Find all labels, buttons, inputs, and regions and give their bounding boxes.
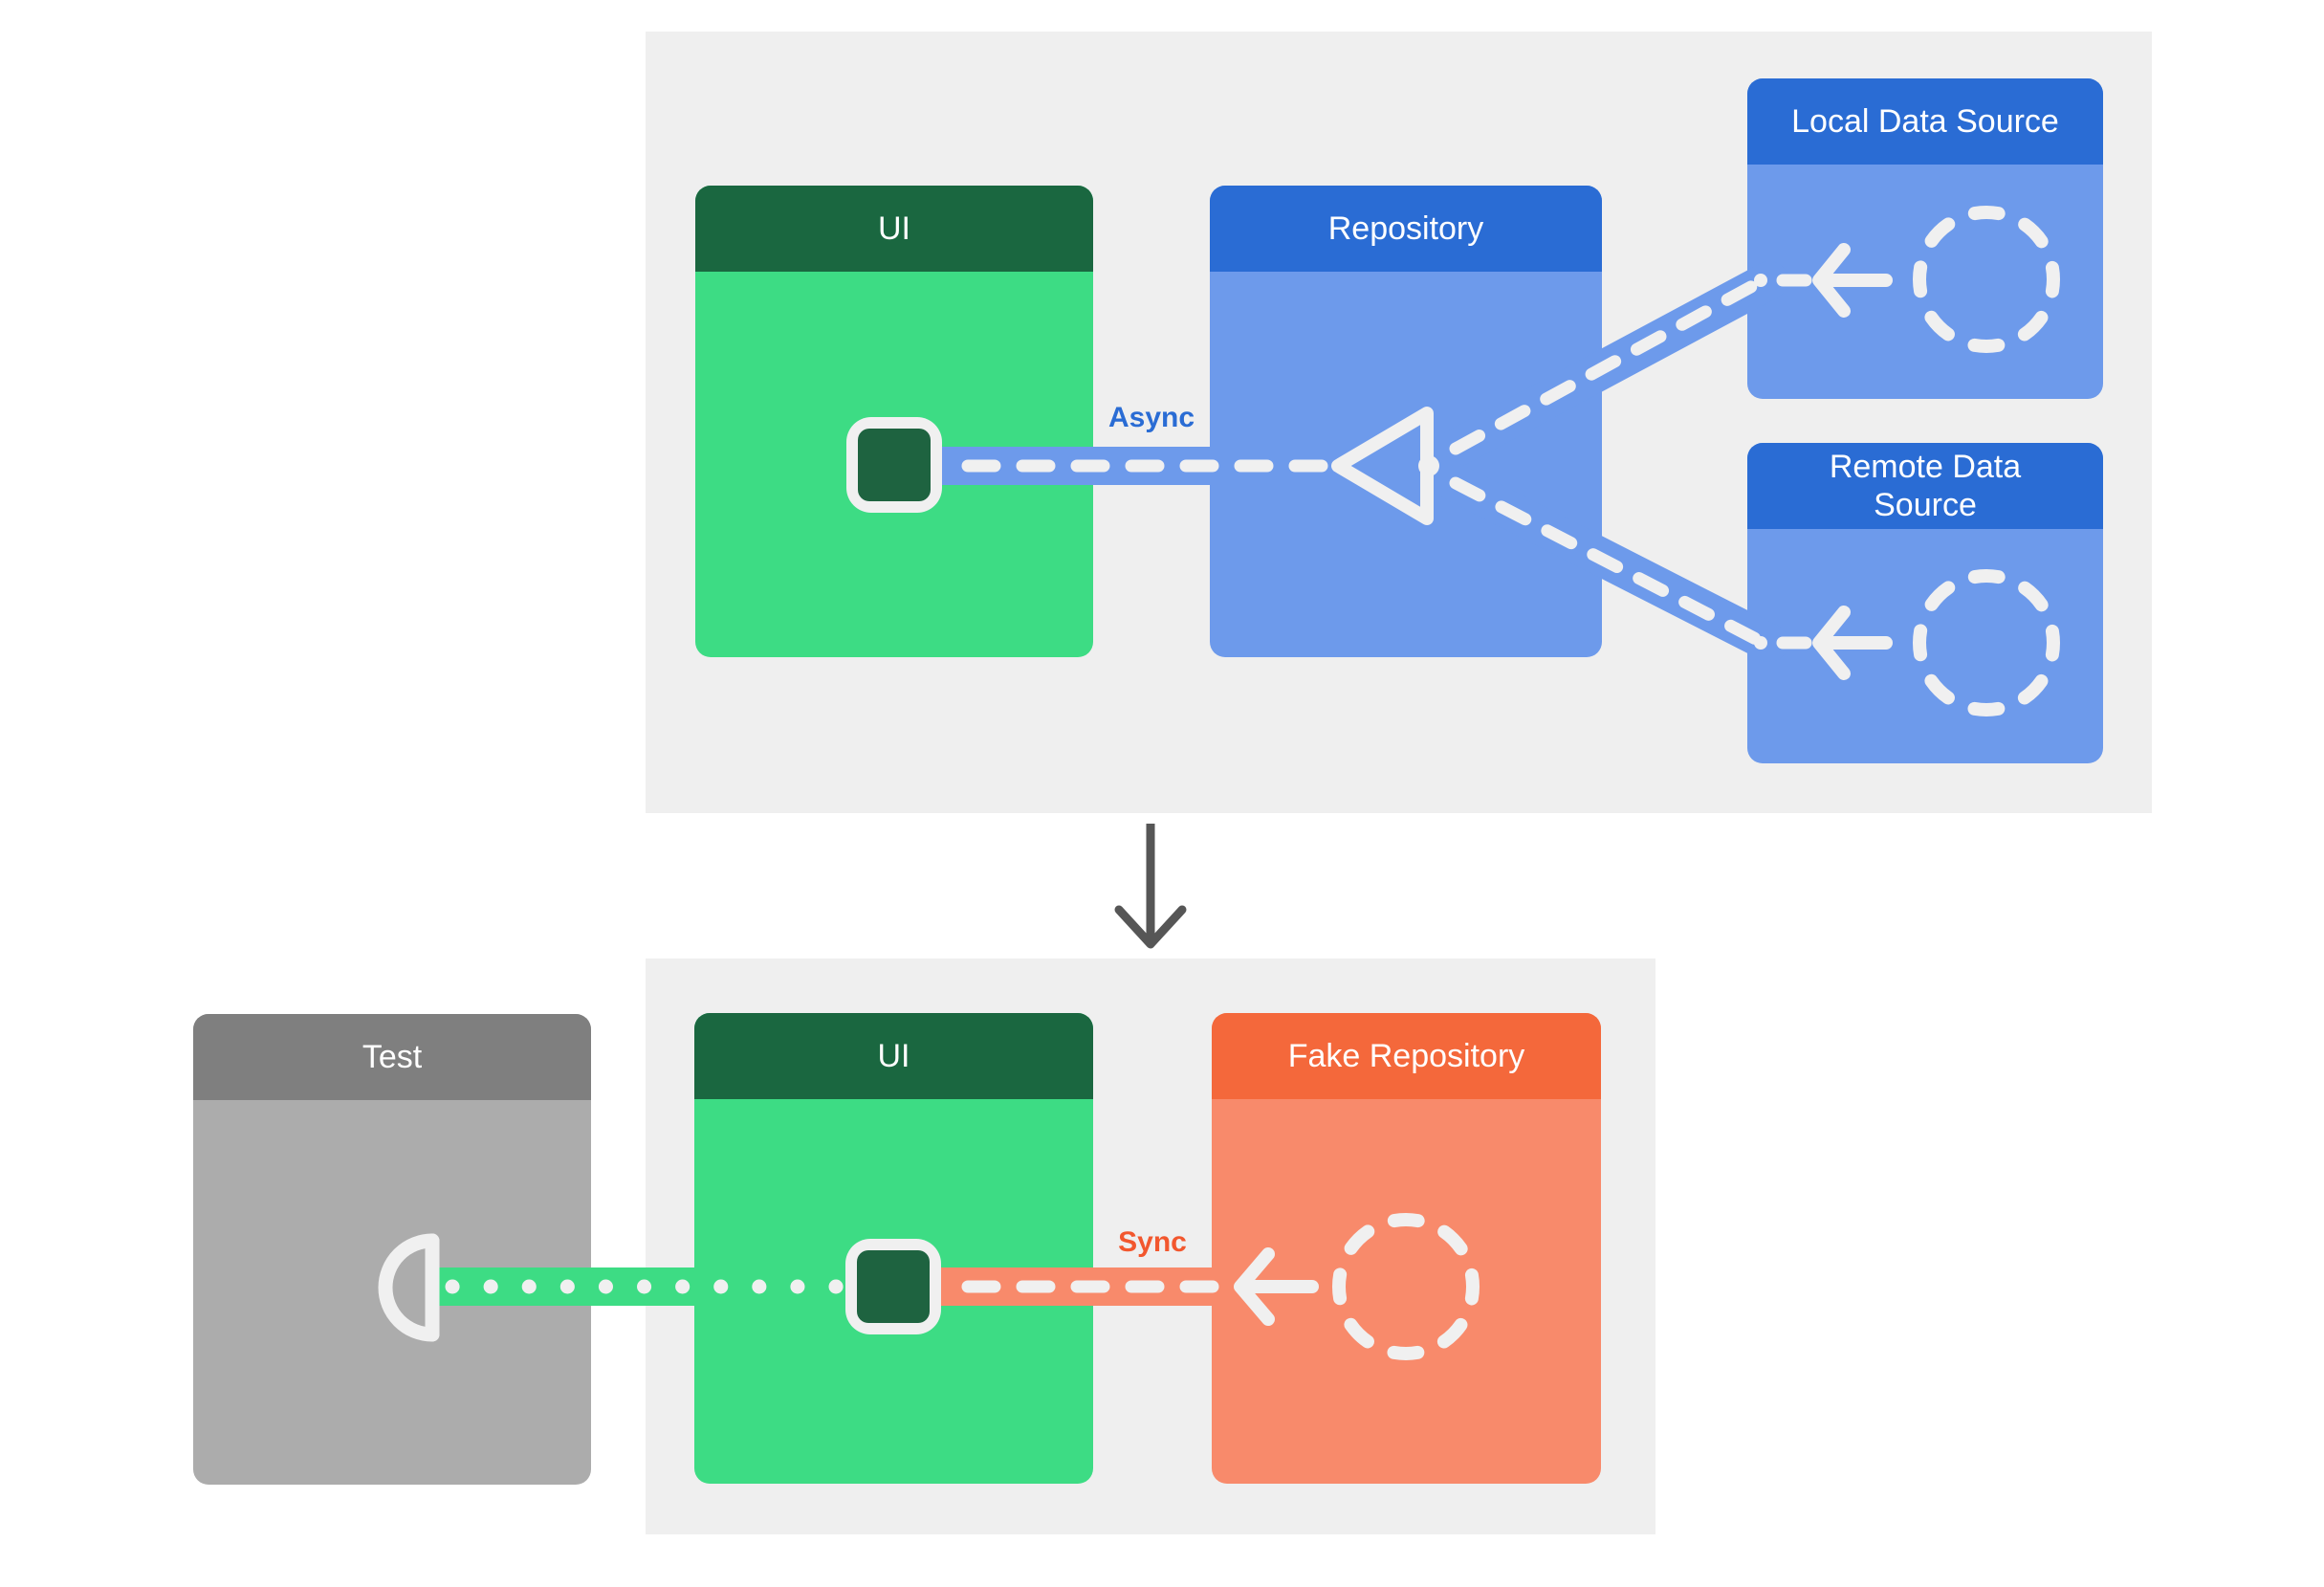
sync-label: Sync [1118, 1226, 1187, 1258]
fake-repository-box: Fake Repository [1212, 1013, 1601, 1484]
local-data-source-title: Local Data Source [1791, 103, 2059, 140]
fake-repository-title: Fake Repository [1287, 1038, 1525, 1074]
ui-box-bottom-title: UI [877, 1038, 910, 1074]
repository-box-header: Repository [1210, 186, 1602, 272]
remote-data-source-header: Remote Data Source [1747, 443, 2103, 529]
remote-data-source-title: Remote Data Source [1829, 449, 2022, 523]
async-label: Async [1107, 402, 1195, 433]
test-box: Test [193, 1014, 591, 1485]
test-box-header: Test [193, 1014, 591, 1100]
repository-box: Repository [1210, 186, 1602, 657]
ui-box-bottom-header: UI [694, 1013, 1093, 1099]
ui-box: UI [695, 186, 1093, 657]
ui-box-header: UI [695, 186, 1093, 272]
ui-box-title: UI [878, 210, 910, 247]
local-data-source-box: Local Data Source [1747, 78, 2103, 399]
fake-repository-header: Fake Repository [1212, 1013, 1601, 1099]
flow-down-arrow-icon [1114, 824, 1187, 949]
test-box-title: Test [362, 1039, 423, 1075]
remote-data-source-box: Remote Data Source [1747, 443, 2103, 763]
ui-box-bottom: UI [694, 1013, 1093, 1484]
repository-box-title: Repository [1327, 210, 1484, 247]
local-data-source-header: Local Data Source [1747, 78, 2103, 165]
